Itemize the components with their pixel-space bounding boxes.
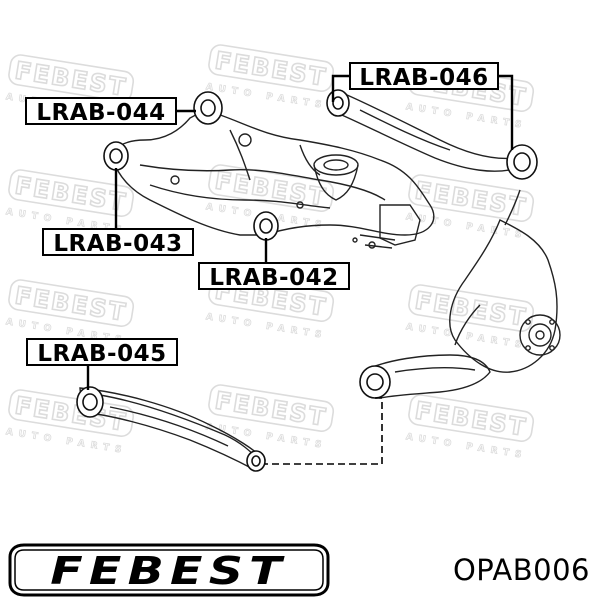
callout-lrab-044: LRAB-044	[25, 97, 177, 126]
callout-lrab-042: LRAB-042	[198, 262, 350, 291]
bushing-lrab-042	[253, 211, 279, 241]
callout-lrab-043: LRAB-043	[42, 228, 194, 257]
bushing-lrab-045	[76, 386, 104, 418]
callout-lrab-046: LRAB-046	[349, 62, 499, 91]
watermark-frame	[8, 389, 135, 437]
watermark-frame	[8, 279, 135, 327]
watermark-frame	[408, 174, 535, 222]
leader-lrab-046-outer	[499, 74, 514, 150]
watermark-frame	[408, 394, 535, 442]
bushing-lrab-044	[193, 91, 223, 125]
bushing-lrab-045-end	[246, 450, 266, 472]
bushing-lrab-046-outer	[506, 144, 538, 180]
febest-logo: FEBEST	[8, 543, 330, 597]
watermark-frame	[8, 169, 135, 217]
bushing-lrab-046-inner	[326, 89, 350, 117]
bushing-lrab-043	[103, 141, 129, 171]
callout-lrab-045: LRAB-045	[26, 338, 178, 367]
leader-lines	[86, 74, 514, 390]
leader-lrab-046-inner	[331, 74, 349, 102]
watermark-frame	[408, 284, 535, 332]
part-number: OPAB006	[452, 553, 590, 587]
logo-wordmark: FEBEST	[50, 550, 288, 594]
watermark-frame	[208, 384, 335, 432]
bushings	[76, 89, 538, 472]
watermark-frame	[8, 54, 135, 102]
bushing-lower-arm	[359, 365, 391, 399]
dashed-connector	[265, 397, 383, 465]
